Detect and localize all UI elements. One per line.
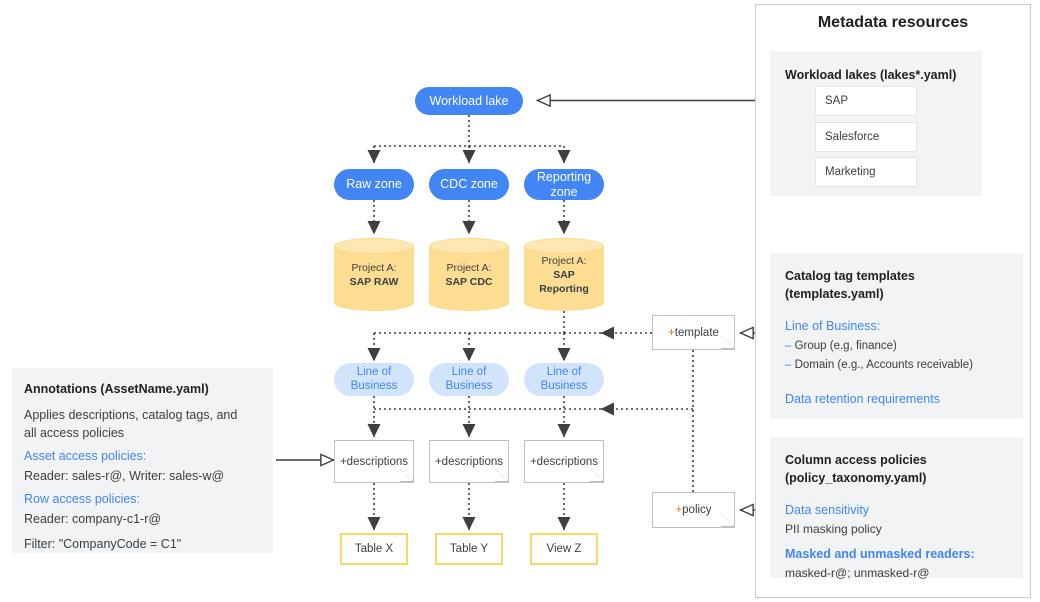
annotations-title: Annotations (AssetName.yaml) <box>24 382 209 396</box>
line-of-business-item-group: – Group (e.g, finance) <box>785 338 897 356</box>
data-sensitivity-value: PII masking policy <box>785 522 882 536</box>
folded-corner-icon <box>590 469 603 482</box>
column-access-policies-block: Column access policies (policy_taxonomy.… <box>770 437 1023 580</box>
line-of-business-heading: Line of Business: <box>785 319 881 333</box>
node-line-of-business-1[interactable]: Line of Business <box>334 363 414 396</box>
note-template[interactable]: + template <box>652 315 735 350</box>
column-access-policies-title-line2: (policy_taxonomy.yaml) <box>785 471 927 485</box>
lob-line1: Line of <box>546 365 582 378</box>
node-asset-view-z[interactable]: View Z <box>530 533 598 565</box>
line-of-business-item-domain: – Domain (e.g., Accounts receivable) <box>785 357 973 375</box>
data-sensitivity-heading: Data sensitivity <box>785 503 870 517</box>
node-project-sap-reporting-label: Project A: SAP Reporting <box>524 252 604 300</box>
dash-icon: – <box>785 359 792 371</box>
folded-corner-icon <box>721 514 734 527</box>
node-line-of-business-3[interactable]: Line of Business <box>524 363 604 396</box>
cylinder-body <box>524 246 604 303</box>
node-workload-lake-label: Workload lake <box>429 93 509 108</box>
plus-icon: + <box>668 326 675 339</box>
lob-line1: Line of <box>451 365 487 378</box>
node-zone-cdc[interactable]: CDC zone <box>429 169 509 200</box>
note-descriptions-2[interactable]: +descriptions <box>429 440 509 483</box>
node-zone-cdc-label: CDC zone <box>440 177 498 192</box>
project-line1: Project A: <box>446 262 492 275</box>
annotations-description-line2: all access policies <box>24 426 125 440</box>
row-access-policies-value: Reader: company-c1-r@ <box>24 512 162 526</box>
plus-icon: + <box>675 504 683 516</box>
workload-lake-item-sap[interactable]: SAP <box>815 86 917 116</box>
node-line-of-business-2[interactable]: Line of Business <box>429 363 509 396</box>
note-policy-label: policy <box>682 504 712 516</box>
catalog-tag-templates-title-line1: Catalog tag templates <box>785 269 915 283</box>
lob-line2: Business <box>540 379 588 392</box>
note-descriptions-1-label: +descriptions <box>339 455 409 468</box>
lob-line2: Business <box>350 379 398 392</box>
row-filter-value: Filter: "CompanyCode = C1" <box>24 537 182 551</box>
cylinder-body <box>429 246 509 303</box>
note-policy[interactable]: + policy <box>652 492 735 528</box>
masked-readers-heading: Masked and unmasked readers: <box>785 547 975 561</box>
workload-lake-item-salesforce[interactable]: Salesforce <box>815 122 917 152</box>
line-of-business-item-group-label: Group (e.g, finance) <box>791 340 897 352</box>
masked-readers-value: masked-r@; unmasked-r@ <box>785 566 930 580</box>
project-line2: SAP <box>553 269 575 282</box>
project-line1: Project A: <box>351 262 397 275</box>
workload-lakes-title: Workload lakes (lakes*.yaml) <box>785 68 957 82</box>
note-descriptions-3-label: +descriptions <box>529 455 599 468</box>
cylinder-top <box>524 238 604 254</box>
catalog-tag-templates-block: Catalog tag templates (templates.yaml) L… <box>770 253 1023 419</box>
lob-line2: Business <box>445 379 493 392</box>
note-descriptions-3[interactable]: +descriptions <box>524 440 604 483</box>
cylinder-top <box>429 238 509 254</box>
note-descriptions-2-label: +descriptions <box>434 455 504 468</box>
workload-lake-item-salesforce-label: Salesforce <box>825 131 880 143</box>
folded-corner-icon <box>495 469 508 482</box>
node-asset-view-z-label: View Z <box>546 543 582 555</box>
dash-icon: – <box>785 340 792 352</box>
data-retention-heading: Data retention requirements <box>785 392 940 406</box>
node-asset-table-x[interactable]: Table X <box>340 533 408 565</box>
catalog-tag-templates-title-line2: (templates.yaml) <box>785 287 884 301</box>
node-project-sap-cdc-label: Project A: SAP CDC <box>429 252 509 300</box>
project-line3: Reporting <box>539 282 589 295</box>
note-descriptions-1[interactable]: +descriptions <box>334 440 414 483</box>
node-asset-table-y[interactable]: Table Y <box>435 533 503 565</box>
node-zone-reporting-label: Reporting zone <box>536 170 592 199</box>
node-project-sap-reporting[interactable]: Project A: SAP Reporting <box>524 238 604 311</box>
lob-line1: Line of <box>356 365 392 378</box>
workload-lake-item-sap-label: SAP <box>825 95 849 107</box>
cylinder-top <box>334 238 414 254</box>
project-line2: SAP CDC <box>445 276 493 288</box>
cylinder-body <box>334 246 414 303</box>
node-project-sap-raw-label: Project A: SAP RAW <box>334 252 414 300</box>
metadata-resources-title: Metadata resources <box>817 14 969 31</box>
asset-access-policies-value: Reader: sales-r@, Writer: sales-w@ <box>24 469 225 483</box>
annotations-panel: Annotations (AssetName.yaml) Applies des… <box>12 368 273 553</box>
column-access-policies-title-line1: Column access policies <box>785 453 927 467</box>
folded-corner-icon <box>721 336 734 349</box>
line-of-business-item-domain-label: Domain (e.g., Accounts receivable) <box>791 359 973 371</box>
folded-corner-icon <box>400 469 413 482</box>
node-zone-raw-label: Raw zone <box>346 177 402 192</box>
node-project-sap-raw[interactable]: Project A: SAP RAW <box>334 238 414 311</box>
node-asset-table-x-label: Table X <box>354 543 394 555</box>
annotations-description-line1: Applies descriptions, catalog tags, and <box>24 408 238 422</box>
project-line1: Project A: <box>541 255 587 268</box>
note-template-label: template <box>674 326 719 339</box>
asset-access-policies-heading: Asset access policies: <box>24 449 147 463</box>
node-zone-reporting[interactable]: Reporting zone <box>524 169 604 200</box>
node-zone-raw[interactable]: Raw zone <box>334 169 414 200</box>
row-access-policies-heading: Row access policies: <box>24 492 141 506</box>
node-asset-table-y-label: Table Y <box>449 543 489 555</box>
node-workload-lake[interactable]: Workload lake <box>415 87 523 115</box>
workload-lake-item-marketing-label: Marketing <box>825 166 876 178</box>
node-project-sap-cdc[interactable]: Project A: SAP CDC <box>429 238 509 311</box>
workload-lake-item-marketing[interactable]: Marketing <box>815 157 917 187</box>
project-line2: SAP RAW <box>349 276 399 288</box>
